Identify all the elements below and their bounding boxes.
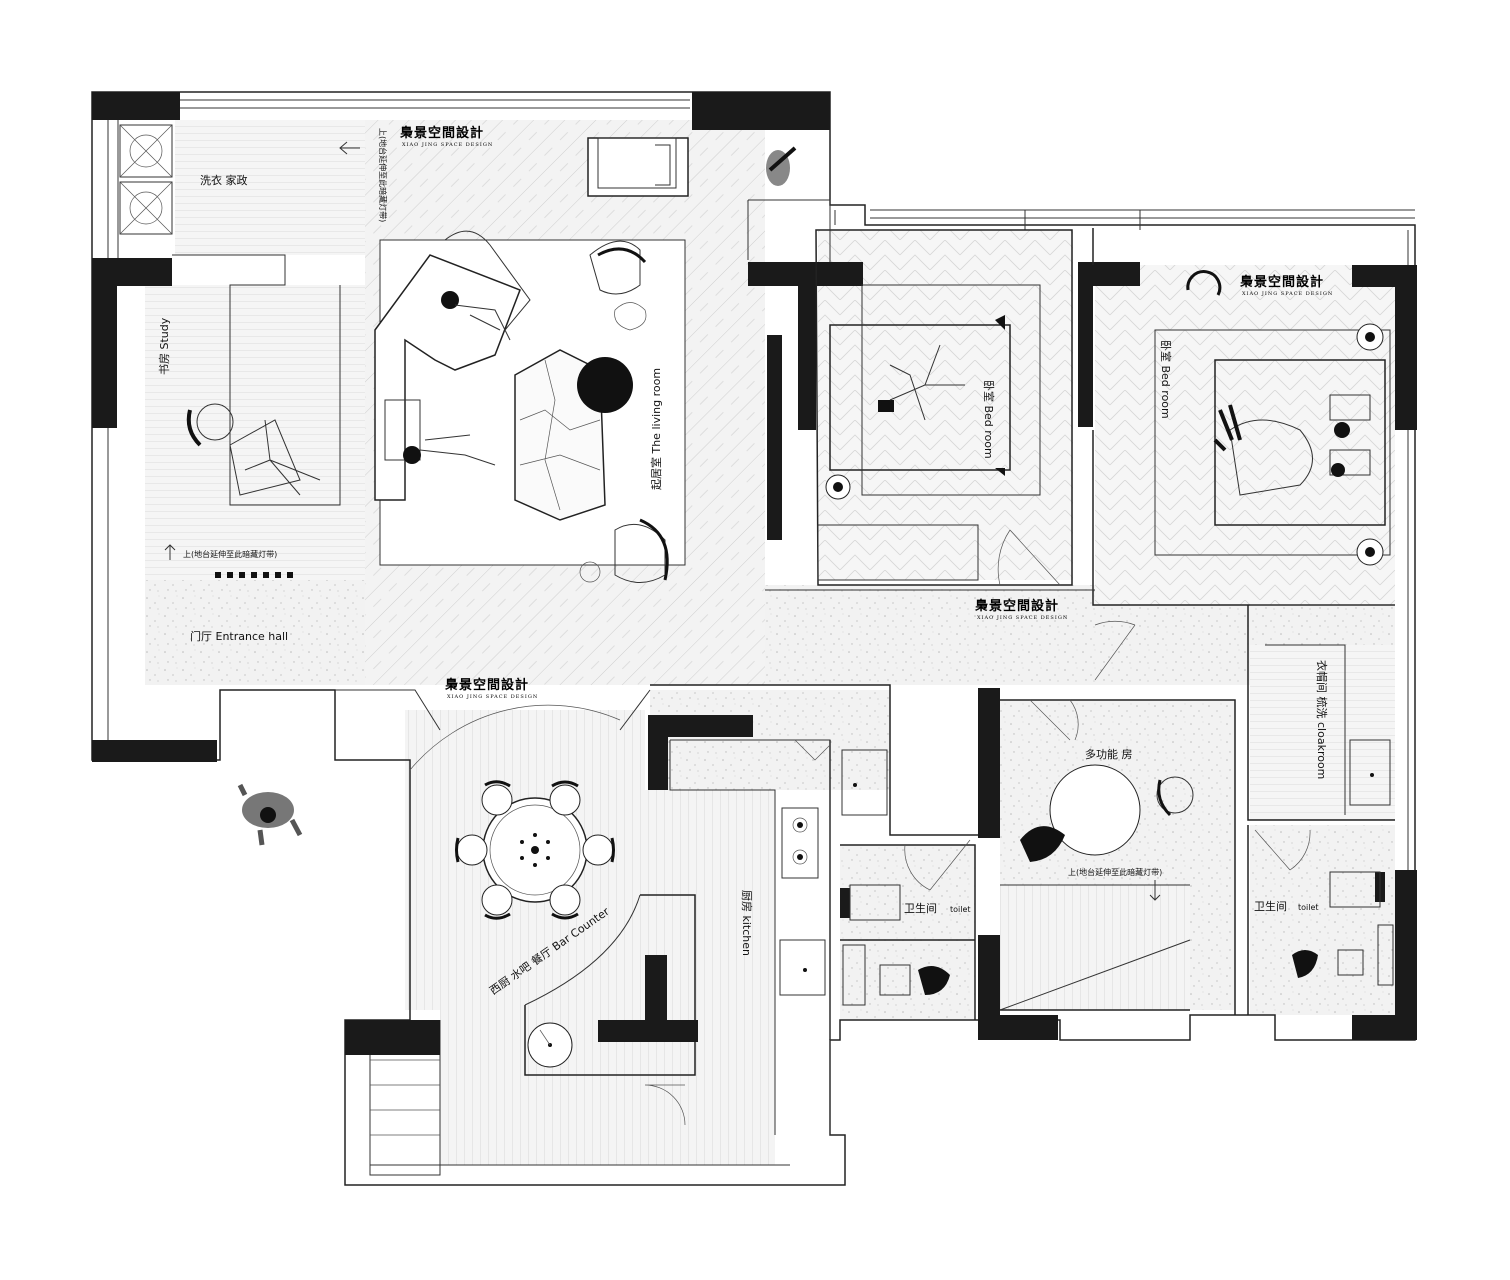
label-multi: 多功能 房	[1085, 747, 1133, 761]
wall-block	[978, 688, 1000, 838]
label-toilet2: 卫生间	[1254, 899, 1287, 913]
lounge-chair-icon	[579, 240, 669, 583]
brand-name: 梟景空間設計	[974, 598, 1059, 614]
wall-block	[840, 888, 850, 918]
wall-block	[692, 92, 830, 130]
toilet1-floor	[840, 845, 975, 1020]
label-cloakroom: 衣帽间 梳洗 cloakroom	[1315, 660, 1329, 779]
wall-block	[1395, 265, 1417, 430]
dining-table-icon	[455, 780, 615, 920]
toilet-icon	[1292, 871, 1394, 986]
bedroom2-floor	[1095, 265, 1395, 610]
cloakroom-shelves-icon	[1250, 604, 1395, 815]
coffee-table-icon	[514, 349, 633, 521]
corridor-floor	[765, 585, 1095, 685]
wall-block	[798, 262, 816, 430]
arrow-up-icon	[164, 544, 176, 560]
brand-mark: 梟景空間設計 XIAO JING SPACE DESIGN	[444, 677, 538, 700]
wall-block	[767, 335, 782, 540]
arrow-down-icon	[1149, 880, 1161, 901]
wall-block	[1395, 870, 1417, 1040]
label-toilet2-en: toilet	[1298, 903, 1319, 912]
brand-name: 梟景空間設計	[444, 677, 529, 693]
label-toilet1: 卫生间	[904, 901, 937, 915]
brand-subtitle: XIAO JING SPACE DESIGN	[447, 694, 538, 700]
person-icon	[237, 783, 303, 846]
brand-mark: 梟景空間設計 XIAO JING SPACE DESIGN	[974, 598, 1068, 621]
brand-mark: 梟景空間設計 XIAO JING SPACE DESIGN	[1239, 274, 1333, 297]
wall-block	[92, 92, 180, 120]
wall-block	[1352, 1015, 1417, 1040]
label-toilet1-en: toilet	[950, 905, 971, 914]
wall-block	[648, 715, 668, 790]
label-multi-step: 上(地台延伸至此暗藏灯带)	[1068, 867, 1162, 877]
bedroom1-floor	[818, 230, 1073, 580]
brand-subtitle: XIAO JING SPACE DESIGN	[1242, 291, 1333, 297]
label-study: 书房 Study	[158, 317, 171, 375]
wall-block	[645, 955, 667, 1040]
step-marker-icon	[215, 572, 293, 578]
arrow-left-icon	[339, 141, 360, 155]
wall-block	[1078, 262, 1093, 427]
label-entrance: 门厅 Entrance hall	[190, 629, 288, 643]
brand-name: 梟景空間設計	[399, 125, 484, 141]
label-kitchen: 厨房 kitchen	[740, 890, 753, 956]
label-bedroom1: 卧室 Bed room	[982, 380, 996, 459]
armchair-icon	[587, 137, 689, 197]
brand-name: 梟景空間設計	[1239, 274, 1324, 290]
wall-block	[978, 1015, 1058, 1040]
vanity-sink-icon	[841, 739, 1391, 816]
brand-subtitle: XIAO JING SPACE DESIGN	[402, 142, 493, 148]
wall-block	[978, 935, 1000, 1040]
entrance-floor	[145, 580, 370, 685]
wall-block	[648, 715, 753, 737]
kitchen-counter-icon	[669, 739, 831, 1135]
sofa-icon	[374, 230, 531, 501]
wall-block	[92, 258, 117, 428]
toilet2-floor	[1250, 825, 1395, 1015]
floor-areas	[145, 120, 1395, 1165]
laundry-floor	[175, 120, 365, 255]
wardrobe-icon	[817, 524, 979, 581]
floor-lamp-icon	[766, 146, 797, 186]
bar-counter-icon	[524, 894, 696, 1076]
multi-room-table-icon	[999, 764, 1194, 1011]
study-floor	[145, 285, 365, 580]
washing-machine-icon	[119, 124, 173, 235]
study-desk-icon	[172, 254, 341, 506]
label-living-step: 上(地台延伸至此暗藏灯带)	[378, 128, 388, 222]
wall-block	[345, 1020, 440, 1055]
multi-platform	[1000, 885, 1190, 1010]
doors	[409, 529, 1311, 1126]
bed-icon	[825, 284, 1041, 500]
brand-mark: 梟景空間設計 XIAO JING SPACE DESIGN	[399, 125, 493, 148]
label-living: 起居室 The living room	[649, 368, 663, 490]
label-laundry: 洗衣 家政	[200, 173, 248, 187]
wall-block	[92, 740, 217, 762]
cloakroom-floor	[1250, 645, 1395, 820]
bed-icon	[1154, 270, 1391, 566]
brand-subtitle: XIAO JING SPACE DESIGN	[977, 615, 1068, 621]
furniture	[119, 124, 1395, 1136]
label-bedroom2: 卧室 Bed room	[1159, 340, 1173, 419]
walls	[91, 91, 1417, 1186]
label-study-step: 上(地台延伸至此暗藏灯带)	[183, 549, 277, 559]
toilet-icon	[842, 884, 950, 1006]
storage-icon	[370, 1059, 440, 1136]
